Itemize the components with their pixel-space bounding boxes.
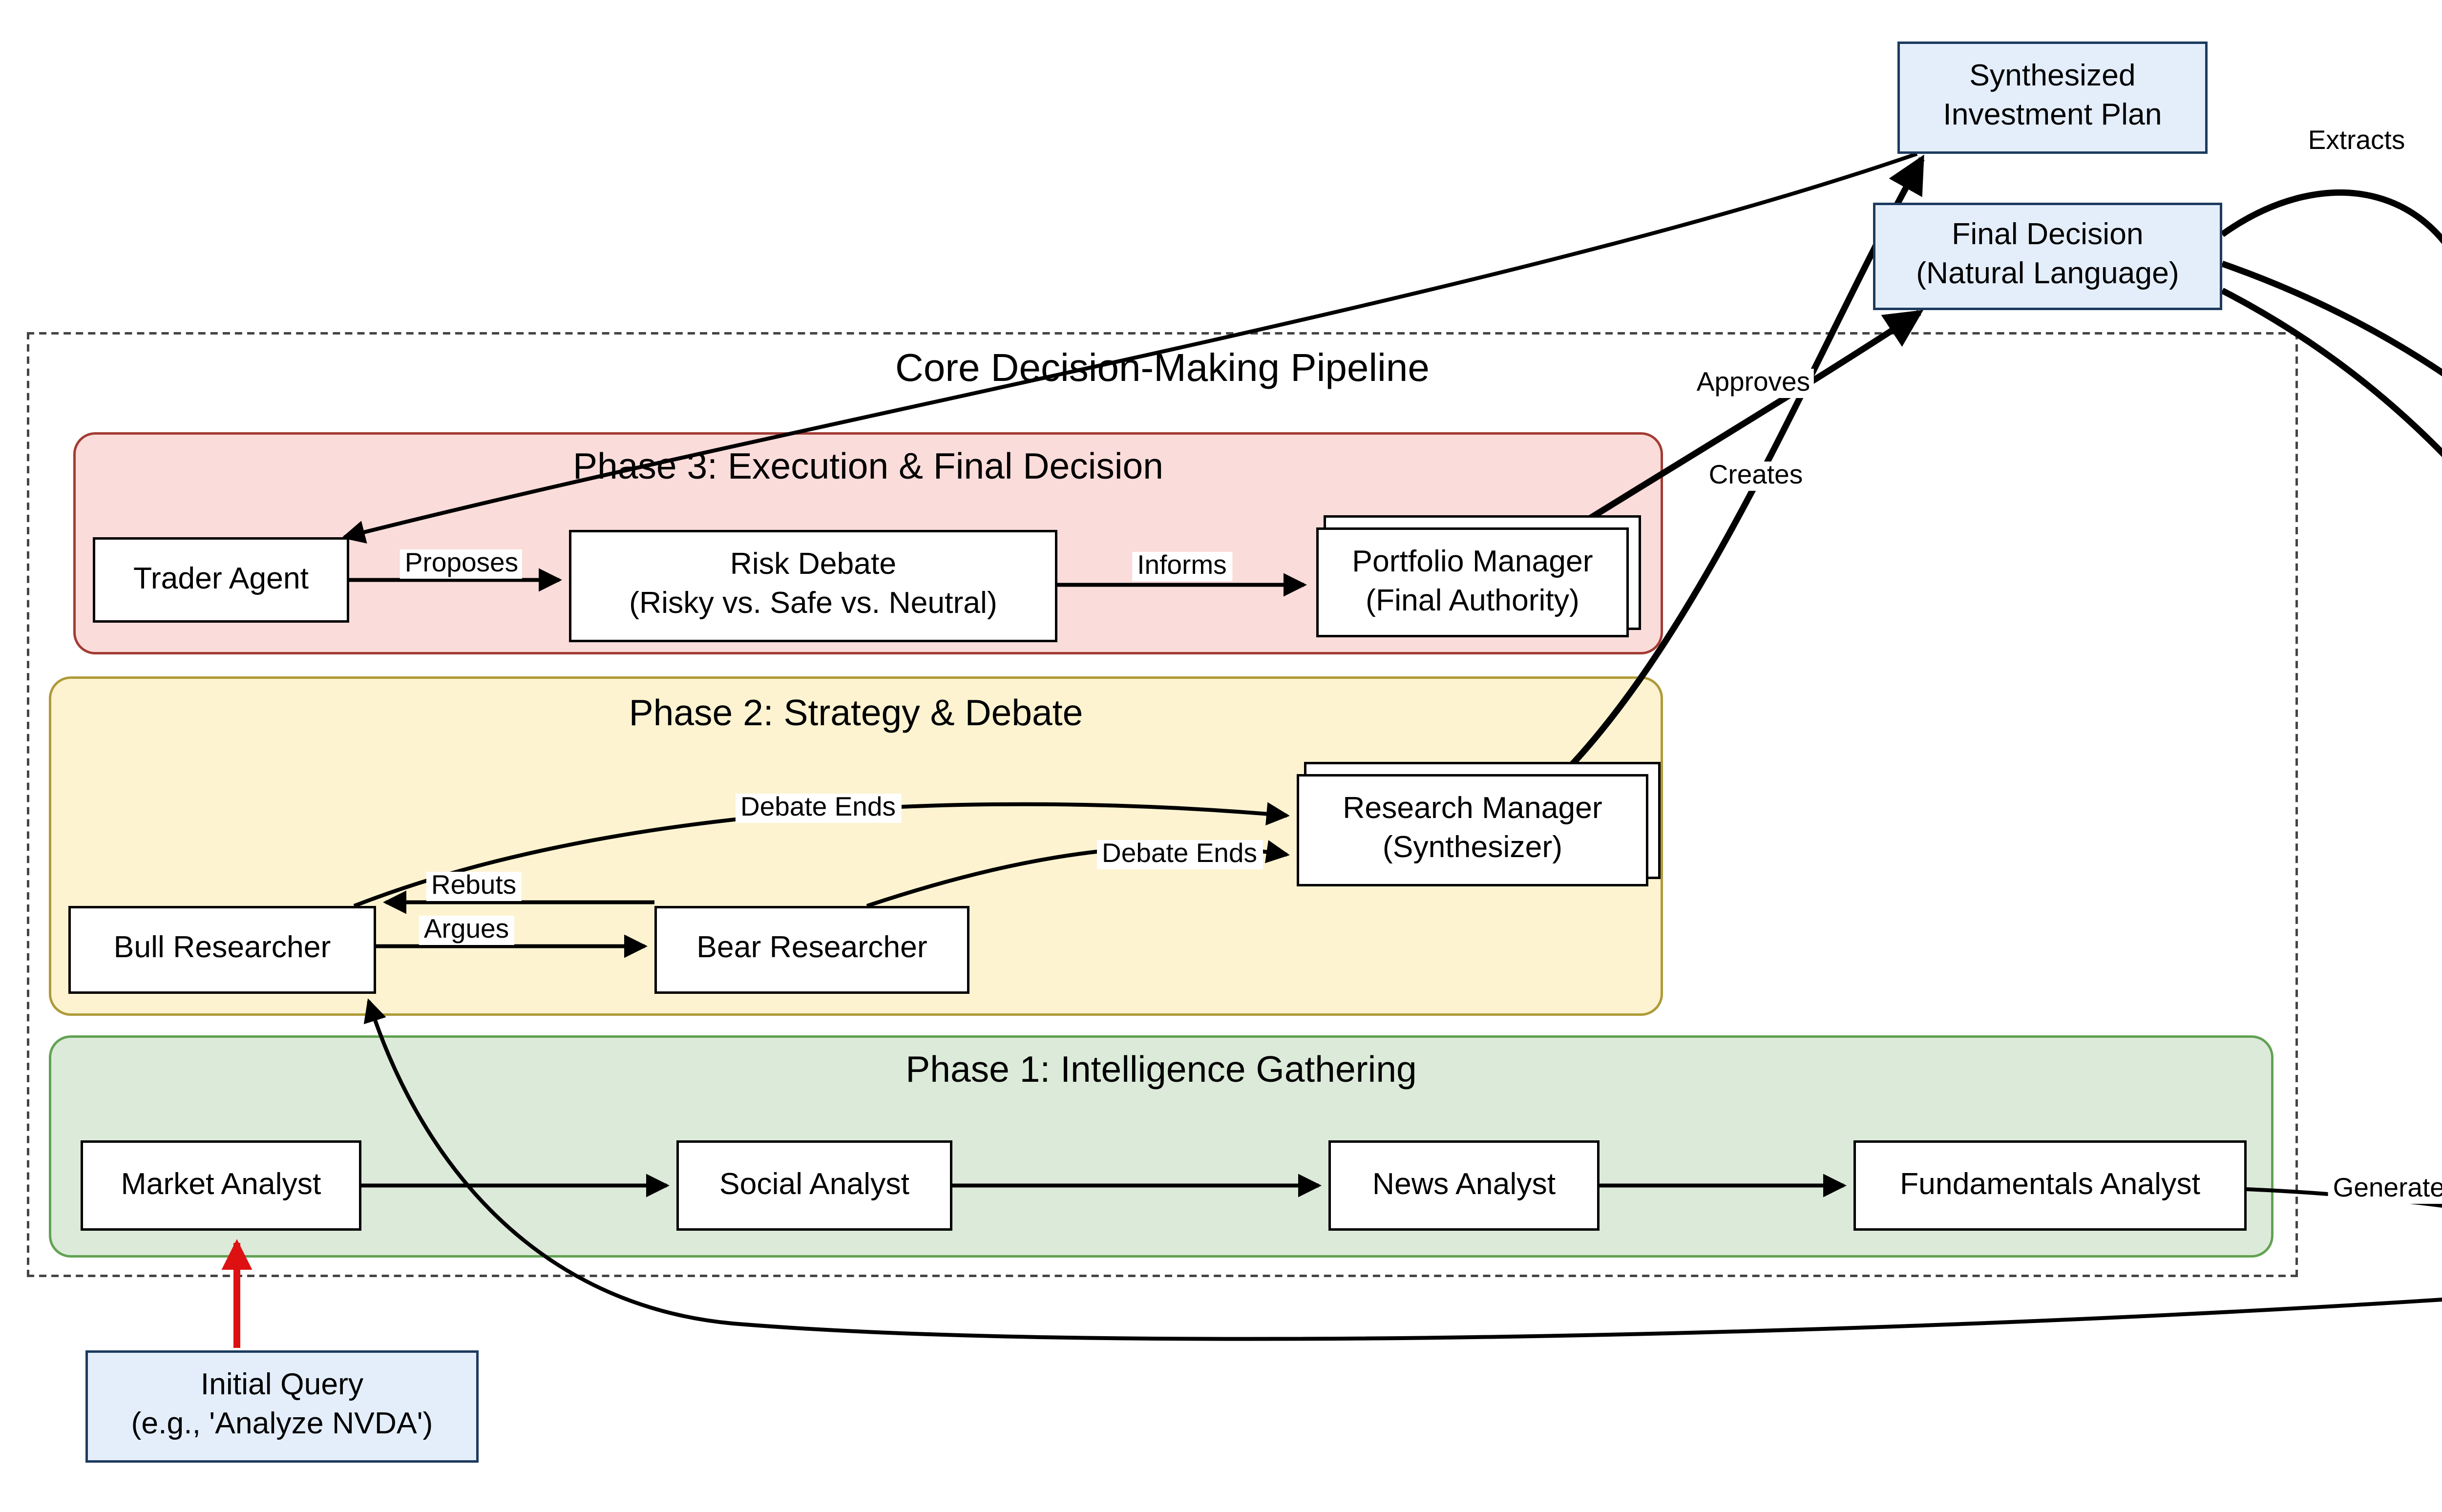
risk-debate-line1: Risk Debate [730,547,897,582]
initial-query-line2: (e.g., 'Analyze NVDA') [131,1407,433,1441]
phase1-title: Phase 1: Intelligence Gathering [905,1050,1417,1092]
initial-query-node: Initial Query (e.g., 'Analyze NVDA') [85,1350,479,1463]
edge-label-informs: Informs [1132,552,1232,581]
edge-label-argues: Argues [419,916,514,945]
market-analyst-node: Market Analyst [81,1140,361,1231]
edge-label-proposes: Proposes [400,549,524,579]
trader-agent-label: Trader Agent [133,561,309,595]
core-pipeline-title: Core Decision-Making Pipeline [895,349,1430,391]
research-manager-line2: (Synthesizer) [1382,830,1563,864]
portfolio-manager-node: Portfolio Manager (Final Authority) [1316,527,1629,637]
edge-label-extracts: Extracts [2303,127,2410,156]
bull-researcher-label: Bull Researcher [113,930,331,965]
market-analyst-label: Market Analyst [121,1166,321,1201]
edge-label-generates: Generates [2328,1175,2442,1204]
social-analyst-node: Social Analyst [676,1140,952,1231]
research-manager-line1: Research Manager [1343,792,1602,826]
edge-label-debate-ends-bull: Debate Ends [735,794,901,823]
edge-label-debate-ends-bear: Debate Ends [1096,840,1263,869]
news-analyst-node: News Analyst [1328,1140,1600,1231]
final-decision-line1: Final Decision [1952,218,2144,252]
edge-decision-extracts-signal [2220,189,2442,245]
final-decision-node: Final Decision (Natural Language) [1873,203,2222,310]
portfolio-manager-line1: Portfolio Manager [1352,544,1593,579]
initial-query-line1: Initial Query [200,1368,364,1403]
phase2-title: Phase 2: Strategy & Debate [629,693,1083,735]
bear-researcher-label: Bear Researcher [696,930,927,965]
portfolio-manager-line2: (Final Authority) [1366,582,1579,617]
bull-researcher-node: Bull Researcher [68,906,376,994]
risk-debate-node: Risk Debate (Risky vs. Safe vs. Neutral) [569,530,1057,642]
social-analyst-label: Social Analyst [719,1166,910,1201]
bear-researcher-node: Bear Researcher [654,906,969,994]
research-manager-node: Research Manager (Synthesizer) [1297,774,1648,886]
synthesized-plan-node: Synthesized Investment Plan [1897,42,2208,154]
final-decision-line2: (Natural Language) [1916,256,2179,291]
synthesized-plan-line1: Synthesized [1969,59,2136,94]
edge-label-rebuts: Rebuts [426,872,522,901]
fundamentals-analyst-node: Fundamentals Analyst [1853,1140,2247,1231]
phase3-title: Phase 3: Execution & Final Decision [572,447,1163,488]
edge-label-approves: Approves [1691,369,1815,398]
trader-agent-node: Trader Agent [93,537,349,623]
news-analyst-label: News Analyst [1372,1166,1556,1201]
synthesized-plan-line2: Investment Plan [1943,98,2162,132]
edge-label-creates: Creates [1704,462,1808,491]
risk-debate-line2: (Risky vs. Safe vs. Neutral) [629,586,997,620]
fundamentals-analyst-label: Fundamentals Analyst [1900,1166,2200,1201]
